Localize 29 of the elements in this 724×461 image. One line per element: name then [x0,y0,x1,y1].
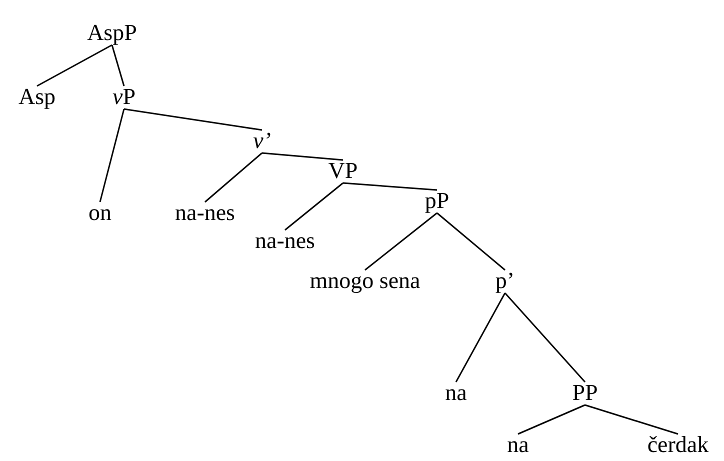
tree-node-label: PP [572,380,598,406]
tree-node-label: na [445,380,467,406]
tree-branch [518,404,586,435]
tree-branch [111,44,125,86]
tree-branch [284,182,344,231]
tree-node-label: na [507,432,529,458]
tree-node-label: na-nes [174,200,236,226]
tree-branch [342,182,438,191]
tree-node-label: Asp [18,84,56,110]
tree-node-label: on [88,200,112,226]
tree-branch [436,212,506,271]
tree-node-label: pP [424,188,450,214]
tree-node-label: VP [328,158,358,184]
tree-branch [584,404,678,435]
tree-branch [262,152,344,161]
tree-node-label: na-nes [254,228,316,254]
tree-node-label: vP [112,84,136,110]
tree-branch [204,152,262,203]
tree-branch [364,212,438,271]
tree-node-label: mnogo sena [310,268,420,294]
tree-node-label: AspP [87,20,137,46]
tree-branch [504,292,586,382]
tree-branch [124,108,262,131]
tree-node-label: čerdak [647,432,709,458]
tree-branch [455,292,506,382]
tree-branch [36,44,112,87]
tree-branch [99,108,125,202]
tree-node-label: p’ [495,268,515,294]
tree-node-label: v’ [253,128,271,154]
